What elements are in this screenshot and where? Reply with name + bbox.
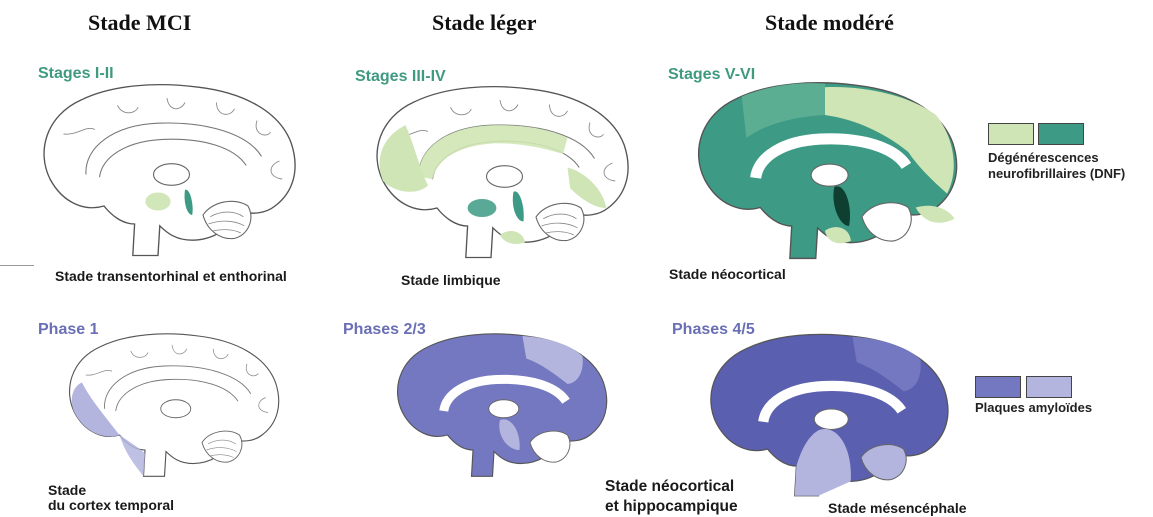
tau-caption-3: Stade néocortical bbox=[669, 266, 786, 283]
brain-tau-stage-1-2 bbox=[12, 80, 322, 260]
legend-swatch-dnf-light bbox=[988, 123, 1034, 145]
amyloid-caption-1-line-2: du cortex temporal bbox=[48, 497, 174, 514]
amyloid-caption-3: Stade mésencéphale bbox=[828, 500, 967, 517]
legend-swatch-amyloid-light bbox=[1026, 376, 1072, 398]
column-title-moderate: Stade modéré bbox=[765, 10, 894, 36]
brain-tau-stage-5-6 bbox=[670, 78, 980, 263]
divider-line bbox=[0, 265, 34, 266]
legend-dnf-line-2: neurofibrillaires (DNF) bbox=[988, 166, 1125, 182]
brain-tau-stage-3-4 bbox=[340, 82, 660, 262]
tau-caption-1: Stade transentorhinal et enthorinal bbox=[55, 268, 287, 285]
legend-dnf-line-1: Dégénérescences bbox=[988, 150, 1099, 166]
brain-amyloid-phase-2-3 bbox=[340, 330, 660, 480]
column-title-mci: Stade MCI bbox=[88, 10, 191, 36]
legend-amyloid-text: Plaques amyloïdes bbox=[975, 400, 1092, 416]
brain-amyloid-phase-4-5 bbox=[672, 330, 982, 500]
legend-swatch-amyloid-dark bbox=[975, 376, 1021, 398]
tau-caption-2: Stade limbique bbox=[401, 272, 501, 289]
brain-amyloid-phase-1 bbox=[12, 330, 332, 480]
amyloid-caption-2-line-2: et hippocampique bbox=[605, 497, 738, 517]
legend-swatch-dnf-dark bbox=[1038, 123, 1084, 145]
column-title-mild: Stade léger bbox=[432, 10, 536, 36]
